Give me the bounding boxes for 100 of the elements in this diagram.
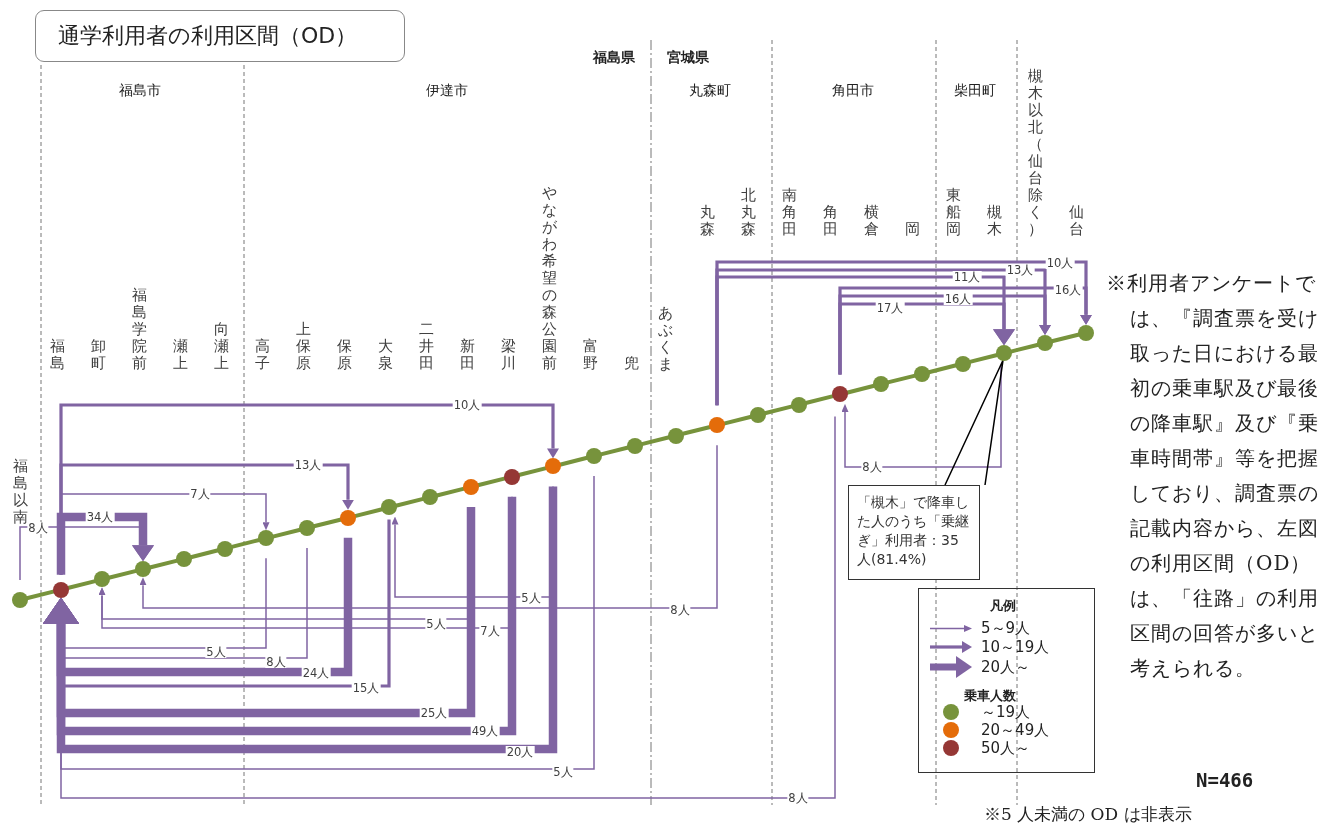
railway-line xyxy=(354,507,383,519)
railway-line xyxy=(559,455,588,467)
legend-title: 乗車人数 xyxy=(964,686,1016,704)
station-name: 仙台 xyxy=(1067,204,1085,238)
legend-label: 50人～ xyxy=(981,739,1031,757)
station-name: 槻木以北（仙台除く） xyxy=(1026,68,1044,238)
edge-label: 16人 xyxy=(943,293,973,305)
edge-label: 20人 xyxy=(505,746,535,758)
edge-label: 8人 xyxy=(27,522,49,534)
railway-line xyxy=(395,496,424,508)
district-label: 角田市 xyxy=(832,81,874,99)
station-dot xyxy=(135,561,151,578)
station-dot xyxy=(1037,335,1053,352)
station-name: 東船岡 xyxy=(944,187,962,238)
edge-label: 13人 xyxy=(1005,264,1035,276)
legend-label: ～19人 xyxy=(981,703,1031,721)
sample-size: N=466 xyxy=(1196,768,1254,792)
legend-label: 10～19人 xyxy=(981,638,1050,656)
district-label: 丸森町 xyxy=(689,81,731,99)
district-label: 伊達市 xyxy=(426,81,468,99)
edge-label: 11人 xyxy=(952,271,982,283)
railway-line xyxy=(149,558,178,570)
title: 通学利用者の利用区間（OD） xyxy=(35,10,405,62)
station-name: 新田 xyxy=(458,338,476,372)
railway-line xyxy=(600,445,629,457)
edge-label: 8人 xyxy=(861,461,883,473)
railway-line xyxy=(67,579,96,590)
edge-label: 13人 xyxy=(293,459,323,471)
station-name: 瀬上 xyxy=(171,338,189,372)
edge-label: 16人 xyxy=(1053,284,1083,296)
station-name: 福島 xyxy=(48,338,66,372)
edge-label: 5人 xyxy=(205,646,227,658)
station-name: 二井田 xyxy=(417,321,435,372)
edge-label: 49人 xyxy=(470,725,500,737)
edge-label: 10人 xyxy=(452,399,482,411)
station-dot xyxy=(668,427,684,444)
station-dot xyxy=(258,530,274,547)
station-dot xyxy=(627,437,643,454)
station-dot xyxy=(94,571,110,588)
station-name: やながわ希望の森公園前 xyxy=(540,185,558,372)
railway-line xyxy=(723,414,752,426)
station-dot xyxy=(299,520,315,537)
station-name: 北丸森 xyxy=(739,187,757,238)
station-dot xyxy=(791,396,807,413)
district-label: 柴田町 xyxy=(954,81,996,99)
flow-arrow xyxy=(391,485,554,598)
railway-line xyxy=(231,538,260,549)
railway-line xyxy=(477,476,506,488)
edge-label: 15人 xyxy=(351,682,381,694)
footnote: ※5 人未満の OD は非表示 xyxy=(984,803,1192,825)
legend-label: 20人～ xyxy=(981,658,1031,676)
station-name: 槻木 xyxy=(985,204,1003,238)
edge-label: 24人 xyxy=(301,667,331,679)
pointer-line xyxy=(944,359,1004,486)
station-dot xyxy=(504,468,520,485)
station-dot xyxy=(832,386,848,403)
region-label: 宮城県 xyxy=(667,48,709,66)
station-name: 兜 xyxy=(622,355,640,372)
flow-arrow xyxy=(98,495,513,629)
railway-line xyxy=(846,383,875,395)
railway-line xyxy=(190,548,219,560)
station-name: 丸森 xyxy=(698,204,716,238)
station-dot xyxy=(873,376,889,393)
railway-line xyxy=(313,517,342,529)
station-name: 福島学院前 xyxy=(130,287,148,372)
station-dot xyxy=(176,550,192,567)
flow-arrow xyxy=(43,415,836,799)
station-name: 梁川 xyxy=(499,338,517,372)
station-dot xyxy=(955,355,971,372)
station-dot xyxy=(12,592,28,608)
railway-line xyxy=(108,568,137,580)
flow-arrow xyxy=(841,364,1002,468)
flow-arrow xyxy=(139,444,718,609)
edge-label: 34人 xyxy=(85,511,115,523)
station-dot xyxy=(463,478,479,495)
edge-label: 8人 xyxy=(669,604,691,616)
station-dot xyxy=(709,417,725,434)
station-dot xyxy=(340,509,356,526)
railway-line xyxy=(1010,342,1039,354)
station-dot xyxy=(750,406,766,423)
legend-label: 20～49人 xyxy=(981,721,1050,739)
station-dot xyxy=(1078,324,1094,341)
station-name: 角田 xyxy=(821,204,839,238)
edge-label: 7人 xyxy=(479,625,501,637)
legend-title: 凡例 xyxy=(990,596,1016,614)
station-name: 向瀬上 xyxy=(212,321,230,372)
station-dot xyxy=(422,489,438,506)
station-dot xyxy=(996,345,1012,362)
railway-line xyxy=(1051,332,1080,344)
station-dot xyxy=(545,458,561,475)
station-name: 上保原 xyxy=(294,321,312,372)
station-name: 卸町 xyxy=(89,338,107,372)
callout-box: 「槻木」で降車した人のうち「乗継ぎ」利用者：35人(81.4%) xyxy=(848,485,980,580)
edge-label: 25人 xyxy=(419,707,449,719)
edge-label: 17人 xyxy=(875,302,905,314)
edge-label: 8人 xyxy=(787,792,809,804)
railway-line xyxy=(928,363,957,375)
station-dot xyxy=(914,365,930,382)
station-name: あぶくま xyxy=(656,305,674,373)
station-name: 大泉 xyxy=(376,338,394,372)
